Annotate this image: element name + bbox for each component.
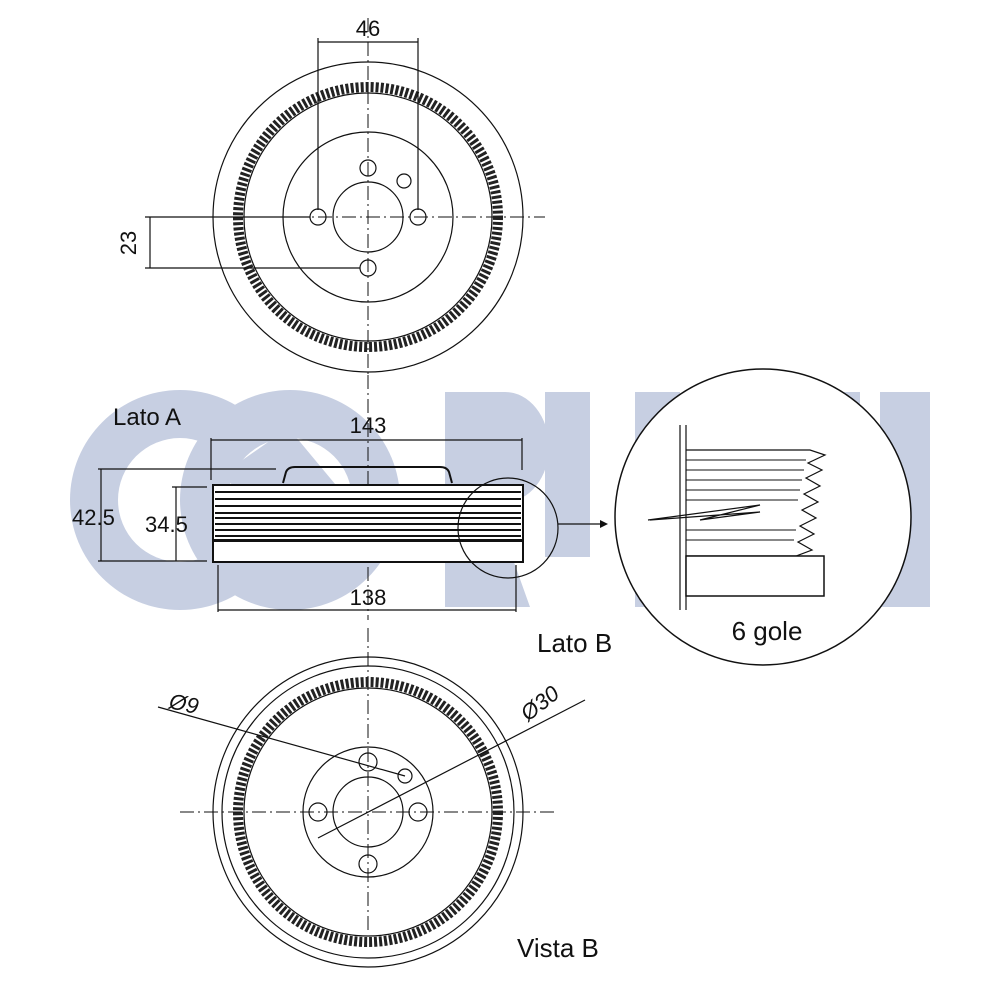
label-vista-b: Vista B [517,933,599,963]
groove-detail-view [614,368,912,666]
label-lato-a: Lato A [113,404,181,431]
dim-belt-height: 34.5 [145,512,188,537]
label-lato-b: Lato B [537,628,612,658]
dim-bolt-spacing: 46 [356,16,380,41]
dim-hub-diameter: Ø30 [515,680,565,726]
dim-hole-diameter: Ø9 [166,688,201,719]
bottom-view-vista-b [157,628,586,968]
dim-inner-width: 138 [350,585,387,610]
top-view-lato-a [145,18,545,380]
dim-total-height: 42.5 [72,505,115,530]
dim-bolt-offset: 23 [116,231,141,255]
side-view [98,375,608,620]
label-6-grooves: 6 gole [732,616,803,646]
dim-outer-width: 143 [350,413,387,438]
